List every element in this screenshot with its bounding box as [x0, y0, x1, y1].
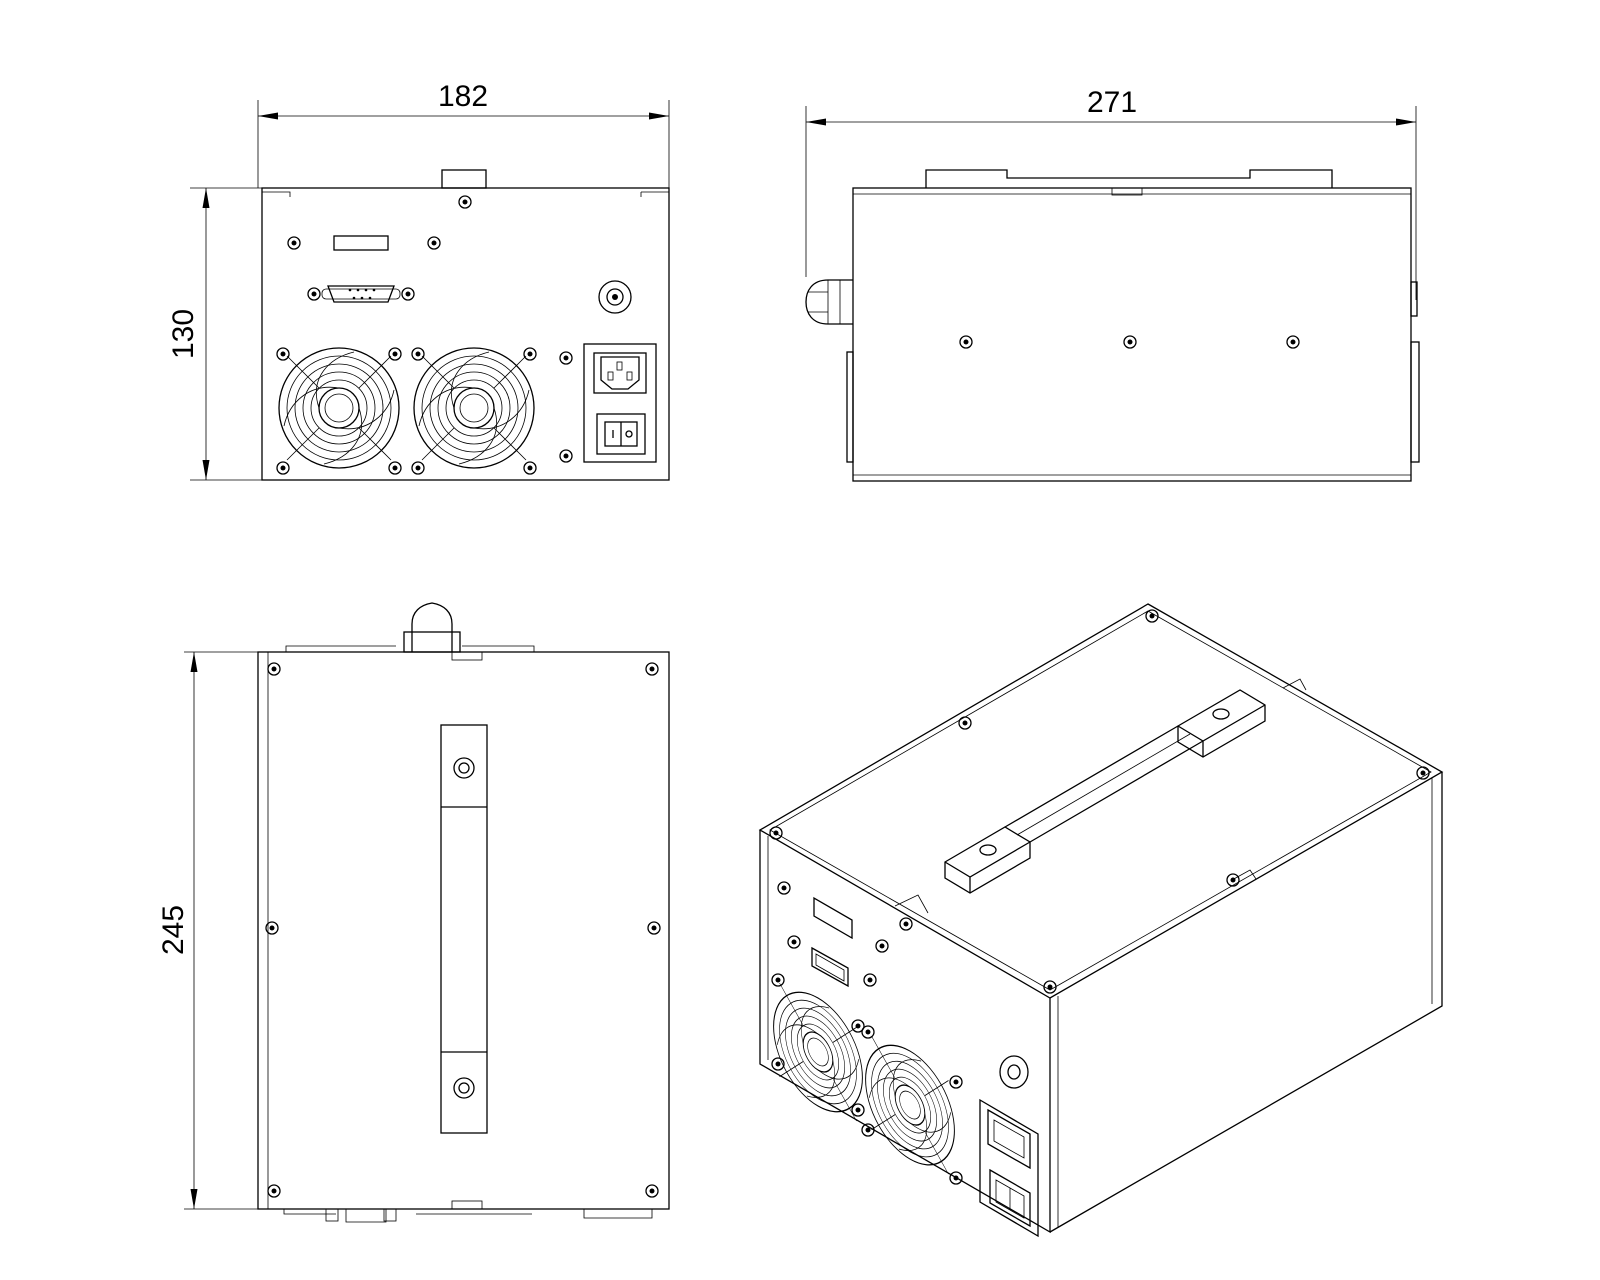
iso-power-inlet — [979, 1098, 1039, 1238]
power-inlet-module — [583, 343, 657, 463]
dim-top-depth: 245 — [157, 905, 190, 955]
iso-carry-handle — [944, 689, 1266, 894]
fan-icon — [278, 347, 400, 469]
db9-connector — [307, 285, 415, 303]
iso-fan-icon — [772, 971, 864, 1133]
cable-gland — [805, 279, 853, 325]
top-view: 245 — [157, 602, 670, 1223]
iso-db9-connector — [811, 946, 849, 988]
isometric-view — [758, 603, 1444, 1238]
dim-front-height: 130 — [167, 309, 200, 359]
dim-front-width: 182 — [438, 80, 488, 113]
fan-icon — [413, 347, 535, 469]
carry-handle — [440, 724, 488, 1134]
iso-fan-icon — [864, 1024, 956, 1186]
side-view: 271 — [805, 86, 1420, 482]
dim-side-length: 271 — [1087, 86, 1137, 119]
front-view: 182 130 — [167, 80, 670, 481]
